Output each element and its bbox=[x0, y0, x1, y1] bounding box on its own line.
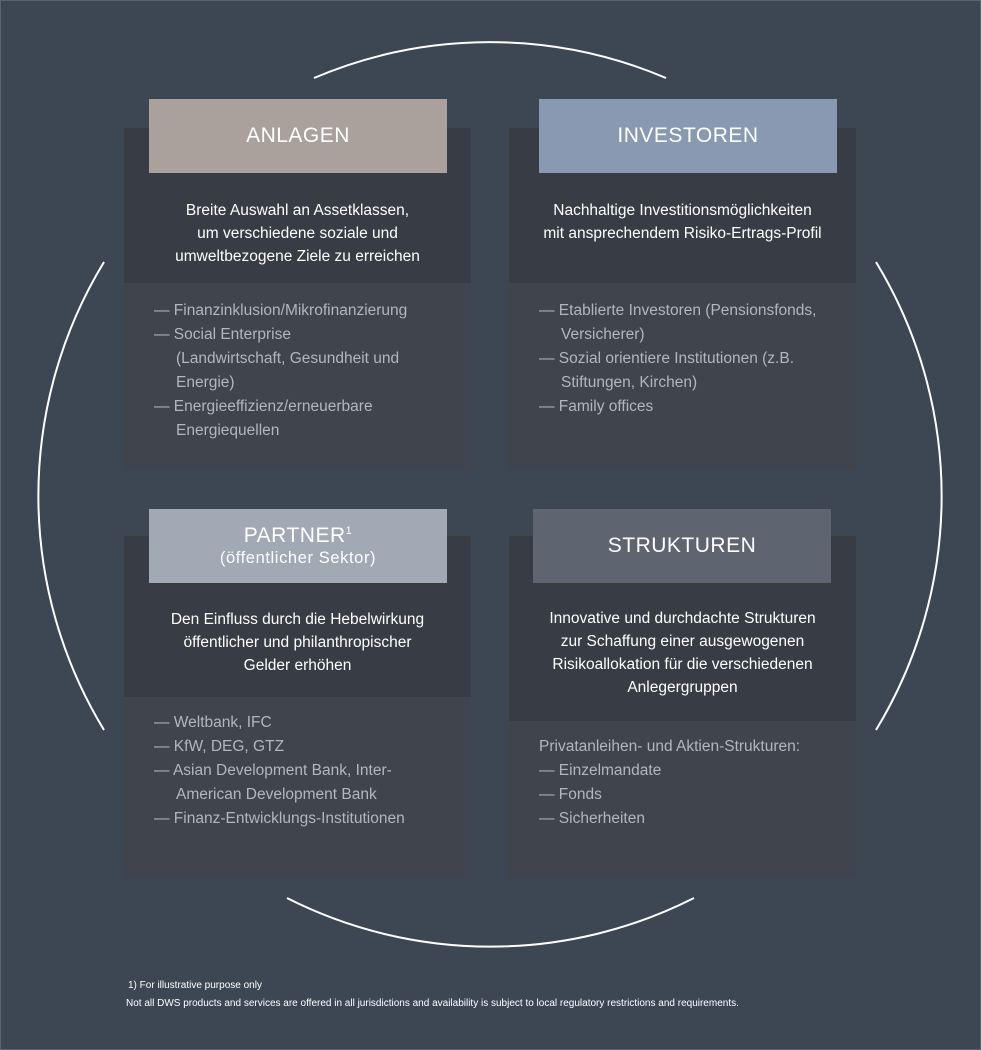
card-partner: Den Einfluss durch die Hebelwirkung öffe… bbox=[124, 536, 471, 878]
footnote-1: 1) For illustrative purpose only bbox=[128, 980, 262, 991]
list-item: — Energieeffizienz/erneuerbare Energiequ… bbox=[154, 398, 373, 439]
ring-arc-right bbox=[875, 261, 943, 731]
title-strukturen: STRUKTUREN bbox=[607, 534, 757, 557]
list-item: — Finanzinklusion/Mikrofinanzierung bbox=[154, 302, 408, 319]
title-anlagen: ANLAGEN bbox=[246, 124, 350, 147]
strukturen-list-area: Privatanleihen- und Aktien-Strukturen: —… bbox=[509, 721, 856, 878]
title-partner-text: PARTNER bbox=[243, 524, 346, 547]
intro-line: Anlegergruppen bbox=[627, 679, 738, 696]
intro-line: um verschiedene soziale und bbox=[197, 225, 398, 242]
strukturen-intro: Innovative und durchdachte Strukturen zu… bbox=[509, 607, 856, 699]
anlagen-list-area: — Finanzinklusion/Mikrofinanzierung — So… bbox=[124, 283, 471, 470]
partner-intro: Den Einfluss durch die Hebelwirkung öffe… bbox=[124, 608, 471, 677]
intro-line: Den Einfluss durch die Hebelwirkung bbox=[170, 611, 425, 628]
intro-line: Breite Auswahl an Assetklassen, bbox=[185, 202, 410, 219]
intro-line: öffentlicher und philanthropischer bbox=[183, 634, 412, 651]
list-item: — Sicherheiten bbox=[539, 810, 645, 827]
header-strukturen: STRUKTUREN bbox=[533, 509, 831, 583]
header-partner: PARTNER1 (öffentlicher Sektor) bbox=[149, 509, 447, 583]
anlagen-intro: Breite Auswahl an Assetklassen, um versc… bbox=[124, 199, 471, 268]
card-anlagen: Breite Auswahl an Assetklassen, um versc… bbox=[124, 128, 471, 470]
footnote-marker: 1 bbox=[345, 525, 353, 537]
header-investoren: INVESTOREN bbox=[539, 99, 837, 173]
investoren-intro: Nachhaltige Investitionsmöglichkeiten mi… bbox=[509, 199, 856, 245]
investoren-list-area: — Etablierte Investoren (Pensionsfonds, … bbox=[509, 283, 856, 470]
list-item: — Family offices bbox=[539, 398, 654, 415]
card-investoren: Nachhaltige Investitionsmöglichkeiten mi… bbox=[509, 128, 856, 470]
partner-list-area: — Weltbank, IFC — KfW, DEG, GTZ — Asian … bbox=[124, 697, 471, 878]
list-item: — Etablierte Investoren (Pensionsfonds, … bbox=[539, 302, 817, 343]
list-item: — Fonds bbox=[539, 786, 602, 803]
ring-arc-bottom bbox=[286, 897, 695, 948]
intro-line: Nachhaltige Investitionsmöglichkeiten bbox=[553, 202, 812, 219]
intro-line: Gelder erhöhen bbox=[243, 657, 352, 674]
subtitle-partner: (öffentlicher Sektor) bbox=[219, 549, 377, 567]
footnote-disclaimer: Not all DWS products and services are of… bbox=[126, 998, 739, 1009]
strukturen-lead: Privatanleihen- und Aktien-Strukturen: bbox=[539, 738, 801, 755]
list-item: — Sozial orientiere Institutionen (z.B. … bbox=[539, 350, 795, 391]
intro-line: Innovative und durchdachte Strukturen bbox=[549, 610, 816, 627]
list-item: — Einzelmandate bbox=[539, 762, 662, 779]
investoren-list: — Etablierte Investoren (Pensionsfonds, … bbox=[539, 299, 836, 419]
list-item: — KfW, DEG, GTZ bbox=[154, 738, 285, 755]
card-strukturen: Innovative und durchdachte Strukturen zu… bbox=[509, 536, 856, 878]
list-item: — Finanz-Entwicklungs-Institutionen bbox=[154, 810, 405, 827]
ring-arc-top bbox=[313, 41, 667, 79]
intro-line: zur Schaffung einer ausgewogenen bbox=[560, 633, 805, 650]
list-item: — Social Enterprise (Landwirtschaft, Ges… bbox=[154, 326, 400, 391]
list-item: — Asian Development Bank, Inter-American… bbox=[154, 762, 392, 803]
intro-line: mit ansprechendem Risiko-Ertrags-Profil bbox=[543, 225, 822, 242]
strukturen-list: — Einzelmandate — Fonds — Sicherheiten bbox=[539, 759, 836, 831]
intro-line: umweltbezogene Ziele zu erreichen bbox=[175, 248, 420, 265]
intro-line: Risikoallokation für die verschiedenen bbox=[552, 656, 813, 673]
title-investoren: INVESTOREN bbox=[617, 124, 759, 147]
header-anlagen: ANLAGEN bbox=[149, 99, 447, 173]
ring-arc-left bbox=[37, 261, 105, 731]
anlagen-list: — Finanzinklusion/Mikrofinanzierung — So… bbox=[154, 299, 451, 443]
list-item: — Weltbank, IFC bbox=[154, 714, 272, 731]
title-partner: PARTNER1 bbox=[244, 524, 353, 548]
partner-list: — Weltbank, IFC — KfW, DEG, GTZ — Asian … bbox=[154, 711, 451, 831]
